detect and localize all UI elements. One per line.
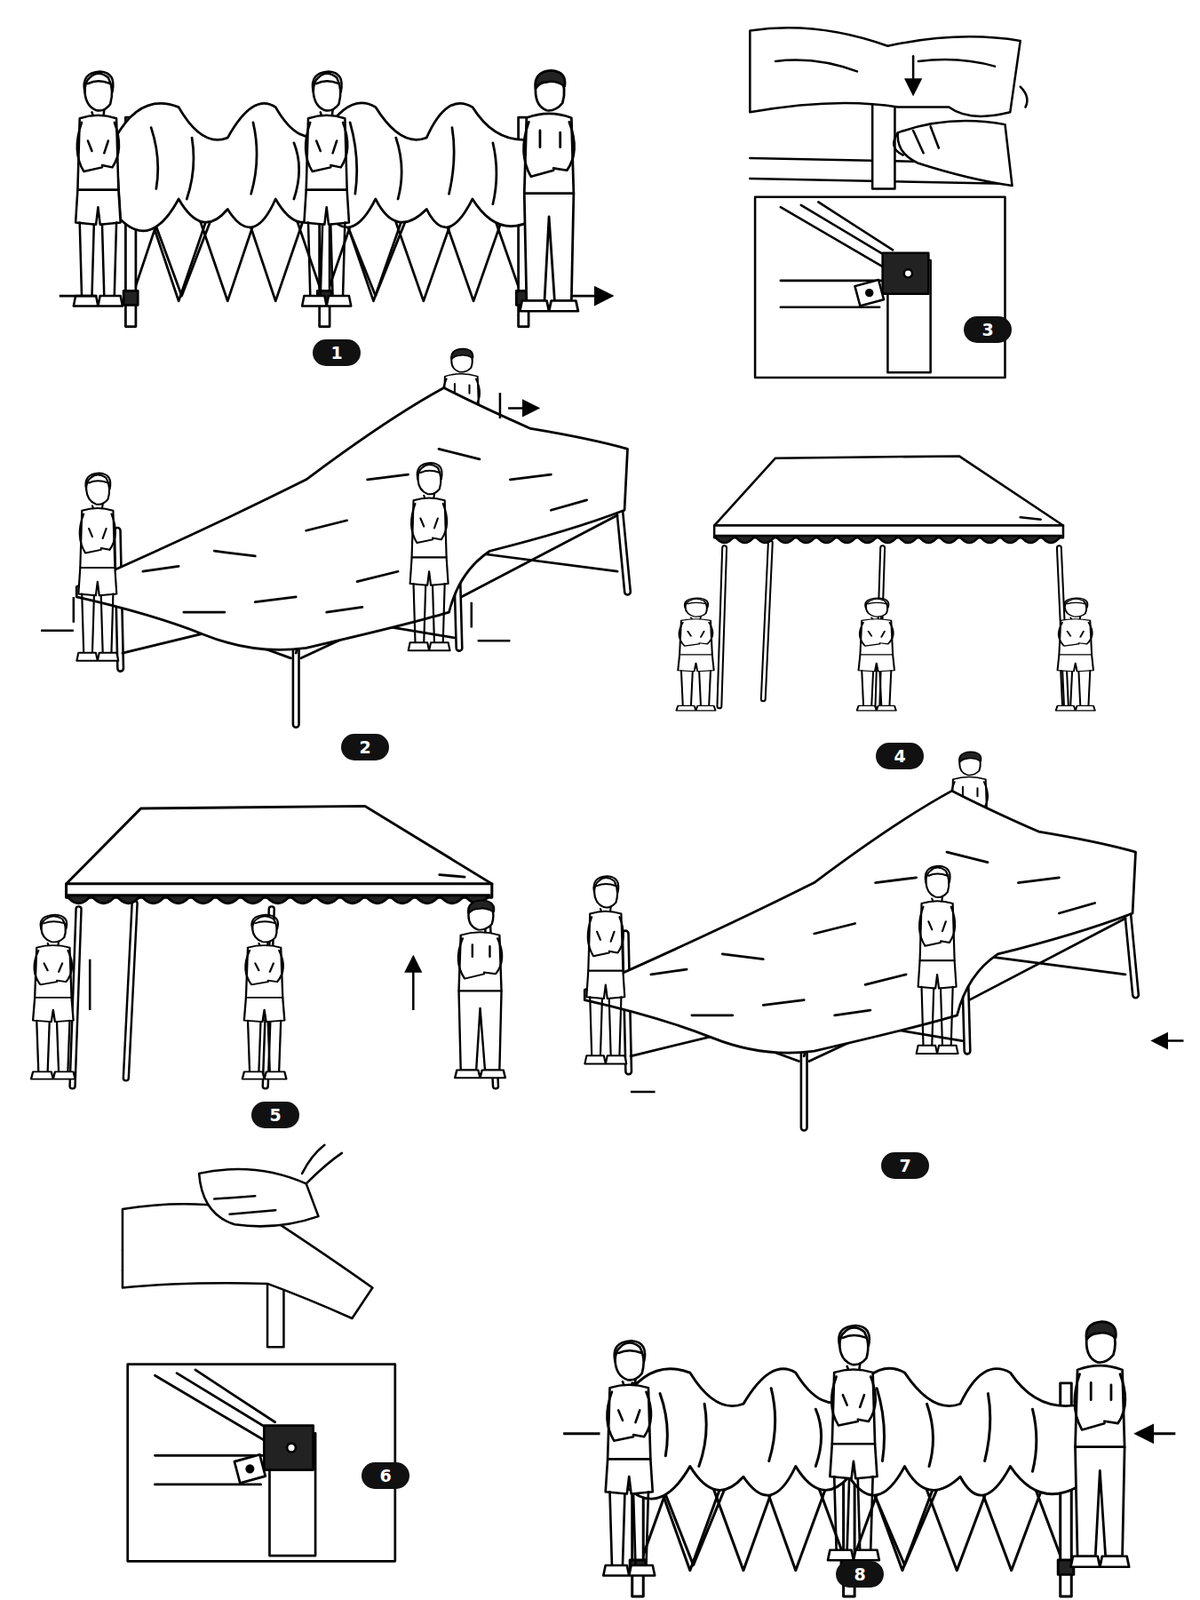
callout-number: 6	[361, 1462, 410, 1489]
callout-number: 4	[875, 742, 924, 770]
panel-4	[675, 455, 1095, 710]
panel-5	[31, 805, 506, 1086]
panel-1	[59, 70, 610, 326]
callout-number: 3	[963, 316, 1012, 343]
callout-number: 8	[835, 1560, 884, 1588]
panel-7	[584, 751, 1184, 1128]
callout-number: 1	[312, 339, 361, 366]
panel-2	[40, 349, 628, 725]
callout-number: 7	[881, 1152, 930, 1179]
panel-8	[563, 1321, 1176, 1597]
callout-number: 2	[341, 733, 390, 761]
panel-6	[122, 1144, 396, 1562]
callout-number: 5	[251, 1101, 300, 1129]
panel-3	[749, 27, 1027, 378]
